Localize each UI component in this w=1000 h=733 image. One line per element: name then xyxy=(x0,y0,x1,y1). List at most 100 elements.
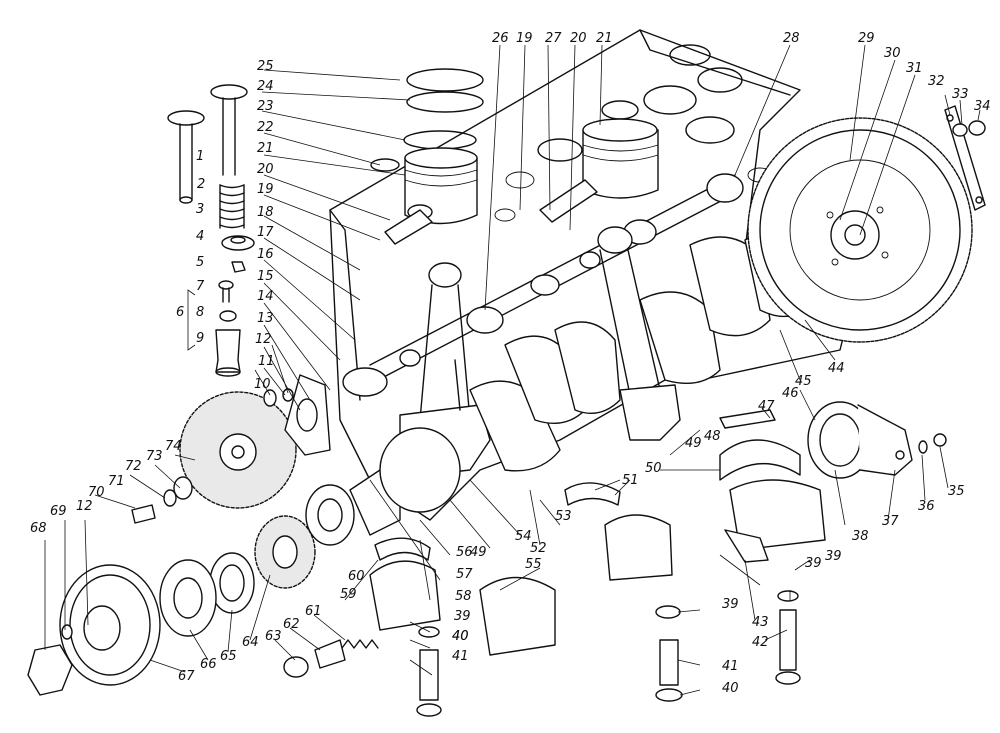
bolt-35 xyxy=(933,433,947,447)
label-16: 16 xyxy=(257,247,274,262)
label-63: 63 xyxy=(265,629,282,644)
label-6: 6 xyxy=(176,305,184,320)
label-4: 4 xyxy=(196,229,204,244)
valve-2 xyxy=(210,84,248,176)
label-38: 38 xyxy=(852,529,869,544)
label-62: 62 xyxy=(283,617,300,632)
piston-ring-25 xyxy=(406,68,484,92)
label-15: 15 xyxy=(257,269,274,284)
bracket-43 xyxy=(724,529,769,563)
label-12-b: 12 xyxy=(76,499,93,514)
washer-39 xyxy=(655,605,681,619)
label-30: 30 xyxy=(884,46,901,61)
valve-1 xyxy=(167,110,205,204)
label-74: 74 xyxy=(165,439,182,454)
label-5: 5 xyxy=(196,255,204,270)
oil-thrower-65 xyxy=(209,552,255,614)
label-9: 9 xyxy=(196,331,204,346)
label-14: 14 xyxy=(257,289,274,304)
valve-spring-3 xyxy=(219,184,245,229)
piston-pin-20 xyxy=(384,209,433,245)
label-54: 54 xyxy=(515,529,532,544)
label-39-b: 39 xyxy=(454,609,471,624)
valve-lock-5 xyxy=(231,261,246,273)
label-3: 3 xyxy=(196,202,204,217)
camshaft-gear-74 xyxy=(179,391,297,509)
adjusting-bolt-7 xyxy=(218,280,234,303)
bearing-shell-59 xyxy=(374,537,431,561)
label-45: 45 xyxy=(795,374,812,389)
label-49: 49 xyxy=(685,436,702,451)
part-labels: 1 2 3 4 5 6 7 8 9 10 11 12 13 14 15 16 1… xyxy=(30,31,991,696)
label-17: 17 xyxy=(257,225,274,240)
label-66: 66 xyxy=(200,657,217,672)
label-67: 67 xyxy=(178,669,195,684)
label-47: 47 xyxy=(758,399,775,414)
spacer-73 xyxy=(173,476,193,500)
label-48: 48 xyxy=(704,429,721,444)
label-42: 42 xyxy=(752,635,769,650)
label-35: 35 xyxy=(948,484,965,499)
label-32: 32 xyxy=(928,74,945,89)
label-64: 64 xyxy=(242,635,259,650)
ratchet-nut-68 xyxy=(27,644,73,696)
bearing-shell-50 xyxy=(719,439,801,481)
label-13: 13 xyxy=(257,311,274,326)
label-21: 21 xyxy=(257,141,274,156)
label-37: 37 xyxy=(882,514,899,529)
thrust-flange-13 xyxy=(284,374,331,456)
label-41: 41 xyxy=(452,649,469,664)
label-53: 53 xyxy=(555,509,572,524)
label-46: 46 xyxy=(782,386,799,401)
lock-nut-8 xyxy=(219,310,237,322)
label-39: 39 xyxy=(825,549,842,564)
label-71: 71 xyxy=(108,474,125,489)
piston-left xyxy=(404,147,478,225)
label-34: 34 xyxy=(974,99,991,114)
spring-retainer-4 xyxy=(221,235,255,251)
washer-69 xyxy=(61,624,73,640)
label-7: 7 xyxy=(196,279,205,294)
leader-lines xyxy=(44,44,981,696)
label-58: 58 xyxy=(455,589,472,604)
rear-main-cap-46 xyxy=(729,479,826,551)
washer-72 xyxy=(163,489,177,507)
label-26: 26 xyxy=(492,31,509,46)
tensioner-body-63 xyxy=(283,656,309,678)
label-50: 50 xyxy=(645,461,662,476)
label-61: 61 xyxy=(305,604,322,619)
label-24: 24 xyxy=(257,79,274,94)
label-10: 10 xyxy=(254,377,271,392)
main-bolt-left xyxy=(416,626,442,717)
label-21-b: 21 xyxy=(596,31,613,46)
crankshaft xyxy=(349,221,829,536)
label-40-c: 40 xyxy=(452,629,469,644)
main-cap-58 xyxy=(369,560,441,631)
label-19-b: 19 xyxy=(516,31,533,46)
label-39-d: 39 xyxy=(805,556,822,571)
main-cap-51 xyxy=(564,482,621,506)
bolt-42 xyxy=(775,590,801,685)
label-72: 72 xyxy=(125,459,142,474)
flywheel-29 xyxy=(747,117,973,343)
tappet-9 xyxy=(215,329,241,377)
label-73: 73 xyxy=(146,449,163,464)
label-22: 22 xyxy=(257,120,274,135)
label-56: 56 xyxy=(456,545,473,560)
label-39-c: 39 xyxy=(722,597,739,612)
label-25: 25 xyxy=(257,59,274,74)
spring-61 xyxy=(341,639,379,649)
label-18: 18 xyxy=(257,205,274,220)
label-43: 43 xyxy=(752,615,769,630)
label-49-b: 49 xyxy=(470,545,487,560)
label-2: 2 xyxy=(197,177,205,192)
crankshaft-pulley-67 xyxy=(59,564,161,686)
hub-66 xyxy=(159,559,217,637)
label-65: 65 xyxy=(220,649,237,664)
label-27: 27 xyxy=(545,31,562,46)
label-60: 60 xyxy=(348,569,365,584)
label-8: 8 xyxy=(196,305,204,320)
label-59: 59 xyxy=(340,587,357,602)
label-55: 55 xyxy=(525,557,542,572)
label-41-b: 41 xyxy=(722,659,739,674)
